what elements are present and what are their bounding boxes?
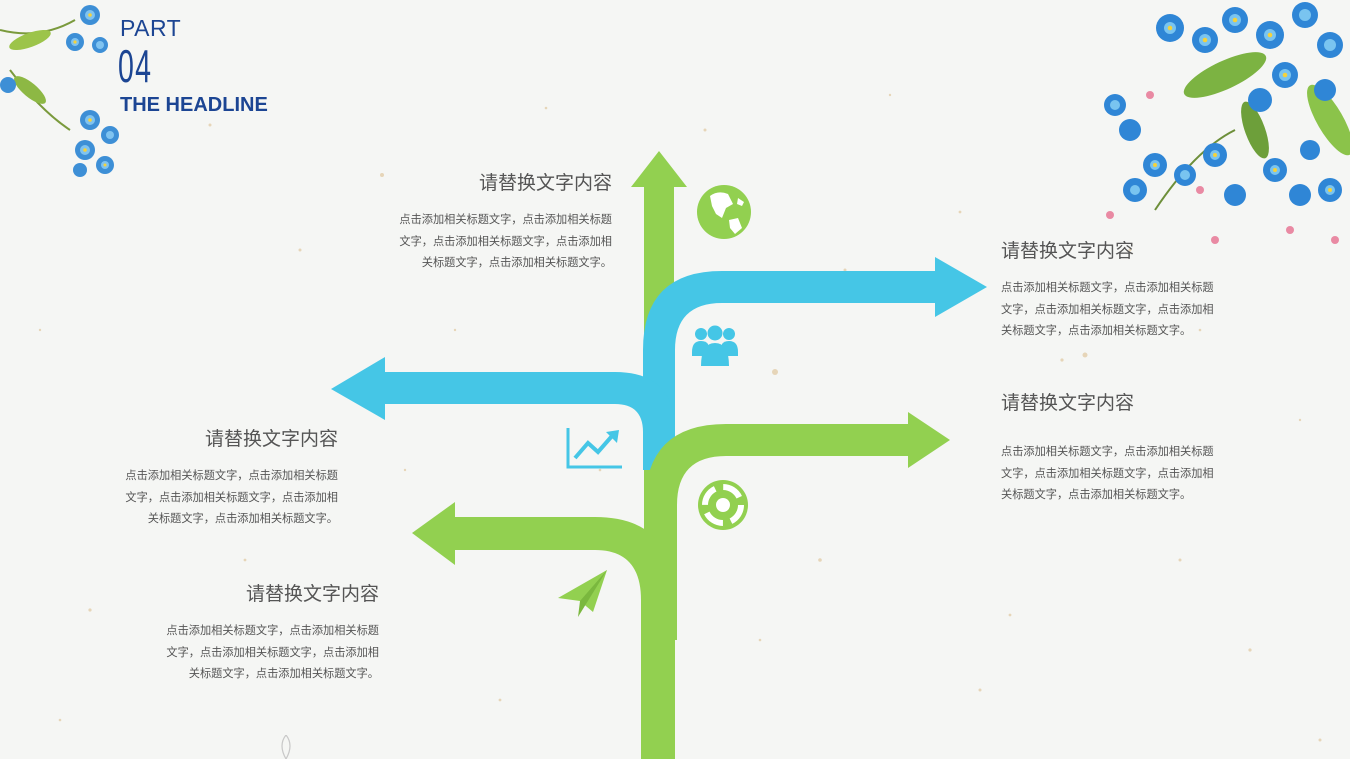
block-body-line: 关标题文字，点击添加相关标题文字。 (1001, 488, 1192, 501)
text-block-4: 请替换文字内容 点击添加相关标题文字，点击添加相关标题 文字，点击添加相关标题文… (1001, 388, 1233, 506)
flower-decoration-right (1104, 2, 1350, 244)
headline: THE HEADLINE (120, 94, 268, 116)
flower-decoration-left (0, 5, 119, 177)
block-body-line: 文字，点击添加相关标题文字，点击添加相 (166, 645, 379, 659)
block-body-line: 关标题文字，点击添加相关标题文字。 (147, 512, 338, 525)
block-title: 请替换文字内容 (478, 172, 612, 194)
text-block-3: 请替换文字内容 点击添加相关标题文字，点击添加相关标题 文字，点击添加相关标题文… (106, 424, 338, 530)
arrow-right-green (645, 412, 950, 640)
block-body-line: 点击添加相关标题文字，点击添加相关标题 (1001, 445, 1214, 458)
text-block-2: 请替换文字内容 点击添加相关标题文字，点击添加相关标题 文字，点击添加相关标题文… (1001, 236, 1233, 342)
text-block-5: 请替换文字内容 点击添加相关标题文字，点击添加相关标题 文字，点击添加相关标题文… (147, 579, 379, 685)
block-body: 点击添加相关标题文字，点击添加相关标题 文字，点击添加相关标题文字，点击添加相 … (106, 465, 338, 530)
block-body-line: 点击添加相关标题文字，点击添加相关标题 (125, 469, 338, 482)
arrow-right-blue (643, 257, 987, 470)
people-icon (692, 325, 738, 366)
block-title: 请替换文字内容 (1001, 392, 1135, 414)
leaf-decoration (281, 735, 291, 759)
block-body: 点击添加相关标题文字，点击添加相关标题 文字，点击添加相关标题文字，点击添加相 … (380, 209, 612, 274)
part-label: PART (120, 15, 182, 41)
block-body: 点击添加相关标题文字，点击添加相关标题 文字，点击添加相关标题文字，点击添加相 … (1001, 277, 1233, 342)
block-body-line: 点击添加相关标题文字，点击添加相关标题 (166, 624, 379, 637)
block-body-line: 关标题文字，点击添加相关标题文字。 (188, 667, 379, 680)
block-body-line: 文字，点击添加相关标题文字，点击添加相 (399, 234, 612, 248)
block-body-line: 文字，点击添加相关标题文字，点击添加相 (125, 490, 338, 504)
block-title: 请替换文字内容 (1001, 240, 1135, 262)
block-title: 请替换文字内容 (245, 583, 379, 605)
part-number: 04 (118, 40, 153, 92)
block-body-line: 文字，点击添加相关标题文字，点击添加相 (1001, 466, 1214, 480)
arrow-left-green (412, 502, 675, 759)
block-title: 请替换文字内容 (204, 428, 338, 450)
globe-icon (697, 185, 751, 239)
paper-plane-icon (558, 570, 607, 617)
lifebuoy-icon (698, 480, 748, 530)
block-body: 点击添加相关标题文字，点击添加相关标题 文字，点击添加相关标题文字，点击添加相 … (147, 620, 379, 685)
text-block-1: 请替换文字内容 点击添加相关标题文字，点击添加相关标题 文字，点击添加相关标题文… (380, 168, 612, 274)
block-body-line: 点击添加相关标题文字，点击添加相关标题 (1001, 281, 1214, 294)
block-body-line: 文字，点击添加相关标题文字，点击添加相 (1001, 302, 1214, 316)
block-body-line: 点击添加相关标题文字，点击添加相关标题 (399, 213, 612, 226)
arrow-left-blue (331, 357, 675, 470)
block-body: 点击添加相关标题文字，点击添加相关标题 文字，点击添加相关标题文字，点击添加相 … (1001, 441, 1233, 506)
block-body-line: 关标题文字，点击添加相关标题文字。 (1001, 324, 1192, 337)
block-body-line: 关标题文字，点击添加相关标题文字。 (421, 256, 612, 269)
chart-icon (566, 428, 622, 469)
